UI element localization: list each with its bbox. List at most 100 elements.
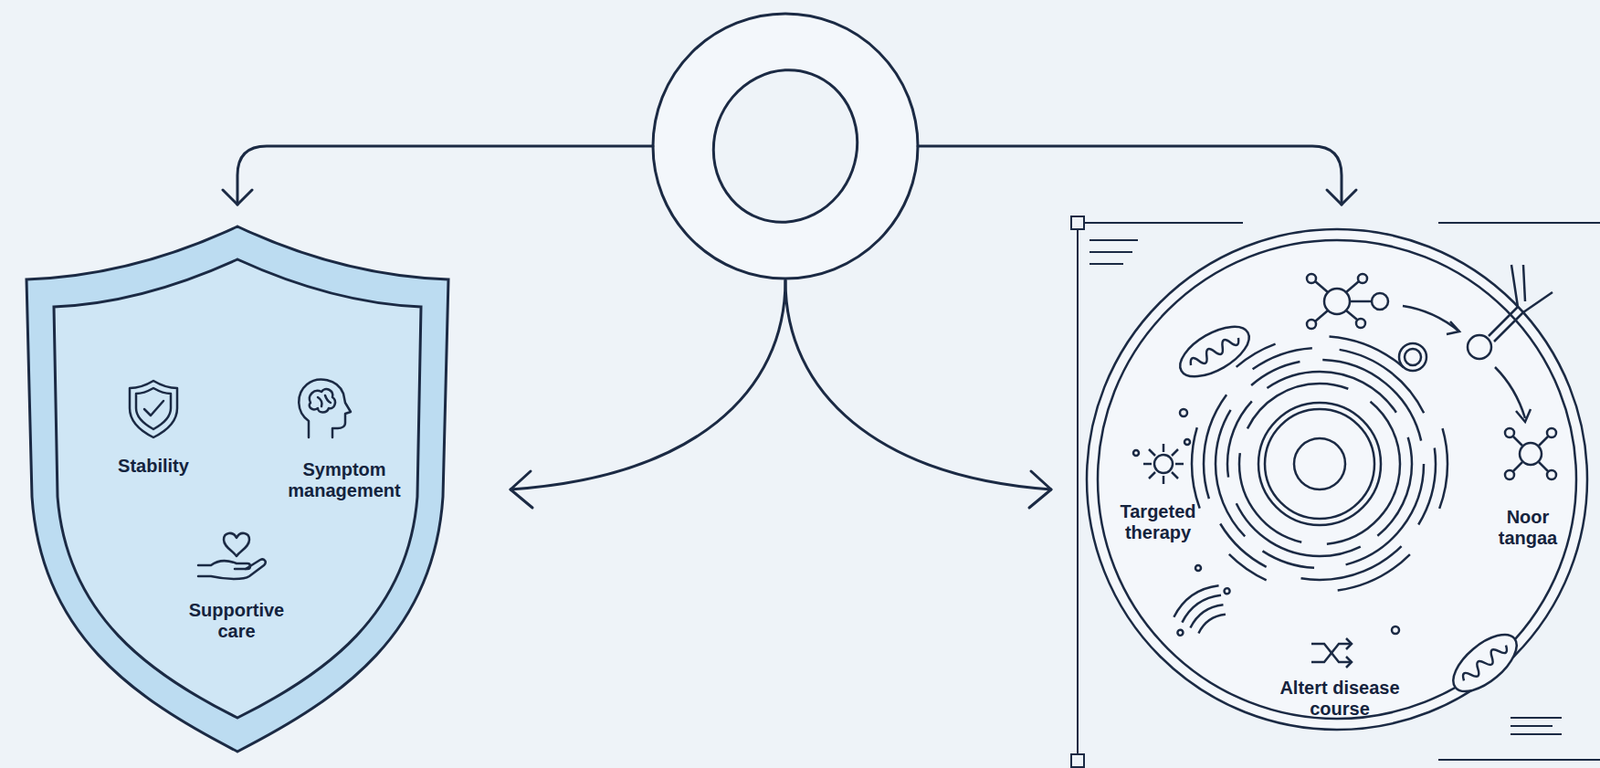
cell-illustration xyxy=(1143,463,1152,466)
cell-illustration xyxy=(1162,443,1166,453)
cell-illustration xyxy=(1086,229,1588,730)
cell-illustration xyxy=(1195,565,1201,571)
cell-illustration xyxy=(1519,442,1542,465)
cell-illustration xyxy=(1346,310,1358,320)
bracket-frame xyxy=(1510,716,1562,719)
cell-illustration xyxy=(1311,643,1352,663)
cell-illustration xyxy=(1460,641,1510,685)
cell-illustration xyxy=(1191,336,1448,592)
bracket-frame xyxy=(1438,221,1600,224)
flow-arrow xyxy=(510,280,786,490)
flow-arrow xyxy=(1029,471,1052,508)
cell-panel: Targeted therapyNoor tangaaAltert diseas… xyxy=(1086,229,1588,730)
cell-illustration xyxy=(1511,264,1553,313)
shield-inner xyxy=(53,259,422,718)
cell-illustration xyxy=(1133,439,1190,485)
cell-illustration xyxy=(1306,273,1389,329)
cell-illustration xyxy=(1215,359,1424,569)
cell-illustration xyxy=(1294,438,1346,490)
cell-illustration xyxy=(1175,463,1184,466)
shield-check-icon xyxy=(129,380,178,438)
cell-illustration xyxy=(1176,629,1184,637)
cell-illustration xyxy=(1446,321,1460,335)
cell-illustration xyxy=(1222,587,1231,595)
cell-illustration xyxy=(1171,449,1179,456)
shield-check-icon xyxy=(136,388,171,430)
bracket-frame xyxy=(1084,221,1243,224)
hand-heart-icon xyxy=(198,533,266,579)
head-brain-icon xyxy=(298,379,351,438)
cell-illustration xyxy=(1356,318,1366,328)
flow-arrow xyxy=(237,146,653,205)
cell-illustration xyxy=(1324,288,1350,315)
bracket-frame xyxy=(1510,733,1562,736)
bracket-frame xyxy=(1076,222,1079,760)
cell-illustration xyxy=(1171,472,1179,479)
cell-illustration xyxy=(1258,402,1381,526)
cell-illustration xyxy=(1404,348,1422,366)
cell-illustration xyxy=(1148,472,1156,479)
cell-illustration xyxy=(1538,462,1549,473)
cell-illustration xyxy=(1086,229,1588,730)
node-label: Symptom management xyxy=(280,459,409,502)
cell-illustration xyxy=(1512,435,1523,446)
cell-illustration xyxy=(1227,371,1412,557)
bracket-frame xyxy=(1071,216,1600,768)
flow-arrow xyxy=(510,471,533,508)
head-brain-icon xyxy=(317,395,331,407)
cell-illustration xyxy=(1179,409,1188,417)
flow-arrow xyxy=(1326,189,1357,205)
hand-heart-icon xyxy=(198,560,251,569)
hub-ring xyxy=(652,13,918,279)
cell-illustration xyxy=(1515,409,1531,422)
cell-illustration xyxy=(1315,310,1328,322)
cell-illustration xyxy=(1505,428,1557,480)
cell-illustration xyxy=(1311,638,1352,668)
cell-illustration xyxy=(1538,435,1549,446)
cell-illustration xyxy=(1443,624,1527,703)
head-brain-icon xyxy=(309,389,336,412)
hub-ring xyxy=(652,13,918,279)
bracket-frame xyxy=(1510,725,1553,727)
hand-heart-icon xyxy=(223,533,250,557)
cell-illustration xyxy=(1346,281,1359,293)
bracket-frame xyxy=(1071,216,1085,230)
cell-illustration xyxy=(1399,343,1427,371)
cell-illustration xyxy=(1196,610,1226,634)
cell-illustration xyxy=(1306,319,1316,329)
cell-illustration xyxy=(1488,306,1524,342)
bracket-frame xyxy=(1071,754,1085,768)
cell-illustration xyxy=(1547,470,1557,480)
cell-illustration xyxy=(1239,383,1400,545)
cell-illustration xyxy=(1264,409,1375,519)
node-label: Targeted therapy xyxy=(1103,501,1213,544)
node-label: Noor tangaa xyxy=(1491,506,1565,549)
cell-illustration xyxy=(1346,638,1352,650)
cell-illustration xyxy=(1357,273,1368,284)
cell-illustration xyxy=(1148,449,1156,456)
cell-illustration xyxy=(1315,281,1328,293)
cell-illustration xyxy=(1371,293,1389,310)
cell-illustration xyxy=(1203,347,1436,580)
hub-ring xyxy=(692,49,879,243)
cell-illustration xyxy=(1169,579,1220,618)
bracket-frame xyxy=(1089,239,1138,242)
cell-illustration xyxy=(1512,462,1523,473)
shield-outline xyxy=(26,226,449,752)
flow-arrow xyxy=(222,189,253,205)
cell-illustration xyxy=(1443,624,1527,703)
shield-check-icon xyxy=(144,400,164,416)
bracket-frame xyxy=(1089,263,1124,265)
shield-panel: StabilitySymptom managementSupportive ca… xyxy=(22,222,453,756)
cell-illustration xyxy=(1391,626,1400,634)
bracket-frame xyxy=(1438,758,1600,761)
node-label: Supportive care xyxy=(172,600,301,643)
cell-illustration xyxy=(1188,333,1242,370)
cell-illustration xyxy=(1494,367,1526,419)
cell-illustration xyxy=(1505,428,1515,438)
cell-illustration xyxy=(1097,240,1577,719)
cell-illustration xyxy=(1349,300,1372,304)
